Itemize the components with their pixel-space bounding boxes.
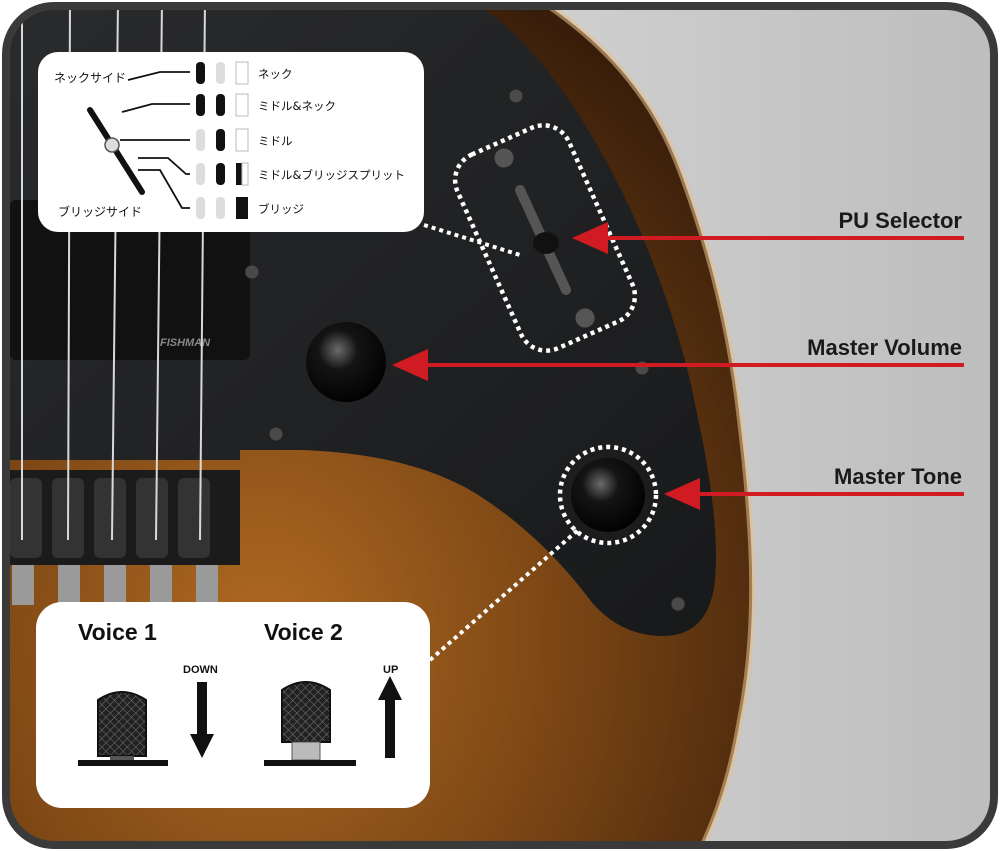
brand-label: FISHMAN	[160, 337, 211, 349]
voice2-title: Voice 2	[264, 619, 343, 645]
voice1-title: Voice 1	[78, 619, 157, 645]
master-volume-knob[interactable]	[306, 322, 386, 402]
tone-highlight	[557, 444, 659, 546]
voice2-direction: UP	[383, 664, 398, 676]
position-lines	[120, 71, 190, 209]
position-label: ブリッジ	[258, 202, 304, 216]
screws	[244, 88, 686, 612]
selector-pivot-icon	[104, 137, 120, 153]
pu-selector-switch[interactable]	[493, 147, 596, 329]
voice1-direction: DOWN	[183, 664, 218, 676]
arrow-down-icon	[190, 682, 214, 758]
master-volume-label: Master Volume	[807, 335, 962, 360]
arrow-pu-selector	[572, 222, 964, 254]
pickup-icons	[196, 61, 249, 219]
position-label: ミドル&ブリッジスプリット	[258, 168, 405, 182]
voice-legend-box: Voice 1 Voice 2 DOWN UP	[36, 602, 430, 808]
selector-highlight	[452, 123, 638, 353]
voice2-knob-icon	[264, 681, 356, 766]
master-tone-knob[interactable]	[571, 458, 645, 532]
tone-connector	[428, 528, 580, 662]
selector-legend-box: ネックサイド ブリッジサイド	[38, 52, 424, 232]
position-label: ネック	[258, 67, 293, 81]
arrow-up-icon	[378, 676, 402, 758]
position-label: ミドル	[258, 134, 293, 148]
arrow-master-tone	[664, 478, 964, 510]
bridge-side-label: ブリッジサイド	[58, 204, 142, 219]
position-label: ミドル&ネック	[258, 99, 336, 113]
selector-connector	[423, 223, 521, 257]
body-binding	[538, 6, 756, 845]
voice1-knob-icon	[78, 691, 168, 766]
arrow-master-volume	[392, 349, 964, 381]
neck-side-label: ネックサイド	[54, 71, 126, 85]
master-tone-label: Master Tone	[834, 464, 962, 489]
pu-selector-label: PU Selector	[839, 208, 963, 233]
